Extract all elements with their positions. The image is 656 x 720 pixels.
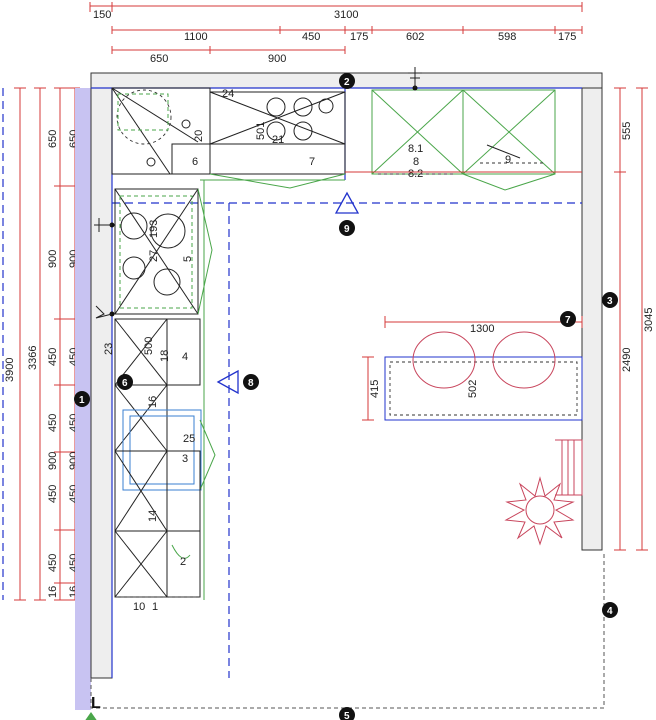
marker-9: 9 bbox=[339, 220, 355, 236]
dim-left-3366: 3366 bbox=[27, 346, 39, 370]
dim-right-2490: 2490 bbox=[621, 348, 633, 372]
socket-icon bbox=[95, 305, 115, 319]
svg-text:6: 6 bbox=[122, 378, 128, 389]
dim-l3-450c: 450 bbox=[47, 485, 59, 503]
dim-top-175b: 175 bbox=[558, 31, 576, 43]
label-7: 7 bbox=[309, 156, 315, 168]
walls bbox=[75, 72, 605, 710]
view-direction-icon-9 bbox=[334, 191, 360, 214]
dim-top-175a: 175 bbox=[350, 31, 368, 43]
marker-4: 4 bbox=[602, 602, 618, 618]
dim-top-1100: 1100 bbox=[184, 31, 208, 43]
svg-text:1: 1 bbox=[79, 395, 85, 406]
svg-text:7: 7 bbox=[565, 315, 571, 326]
dim-top-650: 650 bbox=[150, 53, 168, 65]
marker-8: 8 bbox=[243, 374, 259, 390]
svg-text:2: 2 bbox=[344, 77, 350, 88]
chair-left bbox=[412, 331, 476, 389]
dim-l3-450d: 450 bbox=[47, 554, 59, 572]
top-dimensions: 150 3100 1100 450 175 602 598 175 650 90… bbox=[89, 2, 583, 65]
dim-l3-450b: 450 bbox=[47, 414, 59, 432]
lamp-icon bbox=[408, 67, 422, 91]
left-run: 193 27 5 23 500 18 4 16 25 3 14 2 bbox=[103, 180, 216, 613]
svg-text:9: 9 bbox=[344, 224, 350, 235]
label-24: 24 bbox=[222, 88, 234, 100]
right-dimensions: 555 2490 3045 bbox=[614, 87, 655, 551]
label-5: 5 bbox=[182, 256, 194, 262]
label-501: 501 bbox=[255, 122, 267, 140]
marker-6: 6 bbox=[117, 374, 133, 390]
label-3: 3 bbox=[182, 453, 188, 465]
base-cabinet-7 bbox=[171, 143, 346, 175]
left-dimensions: 3900 3366 650 900 450 450 900 450 450 16… bbox=[2, 87, 80, 601]
switch-icon bbox=[94, 218, 115, 232]
dim-top-598: 598 bbox=[498, 31, 516, 43]
label-4: 4 bbox=[182, 351, 188, 363]
left-wall bbox=[90, 87, 113, 679]
dim-l3-900b: 900 bbox=[47, 452, 59, 470]
marker-2: 2 bbox=[339, 73, 355, 89]
corner-label: L bbox=[91, 695, 101, 712]
label-1: 1 bbox=[152, 601, 158, 613]
label-27: 27 bbox=[148, 250, 160, 262]
svg-text:8: 8 bbox=[248, 378, 254, 389]
svg-text:5: 5 bbox=[344, 711, 350, 720]
dim-top-150: 150 bbox=[93, 9, 111, 21]
right-wall bbox=[581, 87, 603, 551]
label-9: 9 bbox=[505, 154, 511, 166]
dim-left-3900: 3900 bbox=[4, 358, 16, 382]
marker-5: 5 bbox=[339, 707, 355, 720]
dim-l3-450a: 450 bbox=[47, 348, 59, 366]
cooktop-unit bbox=[114, 188, 199, 315]
label-23: 23 bbox=[103, 343, 115, 355]
label-2: 2 bbox=[180, 556, 186, 568]
plant-icon bbox=[504, 476, 575, 546]
open-boundary bbox=[90, 552, 605, 709]
marker-1: 1 bbox=[74, 391, 90, 407]
label-193: 193 bbox=[148, 220, 160, 238]
dim-top-602: 602 bbox=[406, 31, 424, 43]
top-run: 24 501 21 20 6 7 8.1 8 8.2 9 bbox=[111, 87, 582, 191]
marker-7: 7 bbox=[560, 311, 576, 327]
origin-triangle-icon bbox=[85, 712, 97, 720]
marker-3: 3 bbox=[602, 292, 618, 308]
label-502: 502 bbox=[467, 380, 479, 398]
svg-text:3: 3 bbox=[607, 296, 613, 307]
sink-unit bbox=[122, 409, 202, 491]
dim-right-555: 555 bbox=[621, 122, 633, 140]
dim-top-450: 450 bbox=[302, 31, 320, 43]
label-18: 18 bbox=[159, 350, 171, 362]
label-500: 500 bbox=[143, 337, 155, 355]
dim-top-900: 900 bbox=[268, 53, 286, 65]
dining-table bbox=[384, 356, 583, 421]
chair-right bbox=[492, 331, 556, 389]
label-20: 20 bbox=[193, 130, 205, 142]
svg-text:4: 4 bbox=[607, 606, 613, 617]
dim-table-1300: 1300 bbox=[470, 323, 494, 335]
label-16: 16 bbox=[147, 396, 159, 408]
label-10: 10 bbox=[133, 601, 145, 613]
dining-area: 1300 415 502 bbox=[362, 316, 583, 496]
label-25: 25 bbox=[183, 433, 195, 445]
label-21: 21 bbox=[272, 134, 284, 146]
label-14: 14 bbox=[147, 510, 159, 522]
label-8-1: 8.1 bbox=[408, 143, 423, 155]
dim-top-3100: 3100 bbox=[334, 9, 358, 21]
dim-l3-900: 900 bbox=[47, 250, 59, 268]
view-direction-icon-8 bbox=[216, 369, 239, 395]
dim-table-415: 415 bbox=[369, 380, 381, 398]
dim-l3-650: 650 bbox=[47, 130, 59, 148]
label-6: 6 bbox=[192, 156, 198, 168]
label-8: 8 bbox=[413, 156, 419, 168]
dim-l3-16: 16 bbox=[47, 586, 59, 598]
cabinet-4 bbox=[166, 318, 201, 386]
dim-right-3045: 3045 bbox=[643, 308, 655, 332]
